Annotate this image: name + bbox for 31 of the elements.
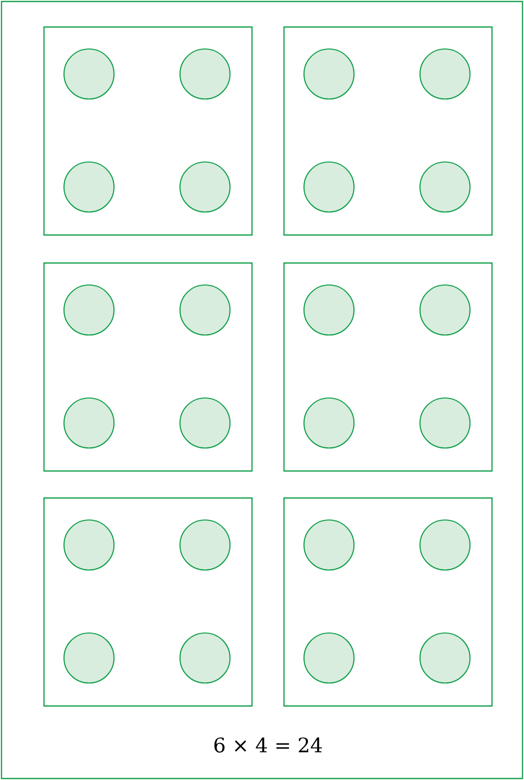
square-frame [283,497,493,707]
counter-circle [63,519,115,571]
square-frame [43,262,253,472]
counter-circle [303,48,355,100]
square-frame [43,26,253,236]
counter-circle [179,632,231,684]
counter-circle [63,397,115,449]
equation-caption: 6 × 4 = 24 [214,737,322,753]
counter-circle [419,161,471,213]
counter-circle [63,284,115,336]
counter-circle [303,397,355,449]
counter-circle [419,48,471,100]
counter-circle [179,161,231,213]
counter-circle [63,48,115,100]
counter-circle [419,397,471,449]
counter-circle [419,284,471,336]
counter-circle [179,284,231,336]
counter-circle [179,519,231,571]
counter-circle [63,161,115,213]
counter-circle [179,397,231,449]
counter-circle [419,632,471,684]
square-frame [43,497,253,707]
counter-circle [419,519,471,571]
square-frame [283,262,493,472]
square-frame [283,26,493,236]
counter-circle [63,632,115,684]
counter-circle [303,632,355,684]
counter-circle [303,284,355,336]
counter-circle [179,48,231,100]
counter-circle [303,161,355,213]
counter-circle [303,519,355,571]
